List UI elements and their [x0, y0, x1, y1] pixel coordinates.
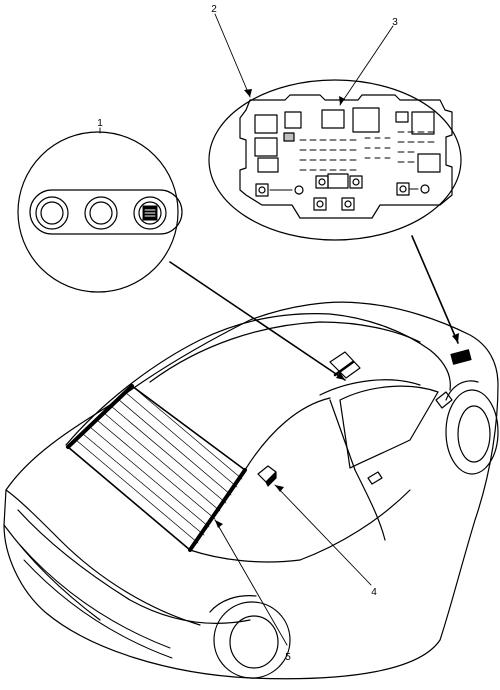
callout-2: 2: [211, 4, 217, 15]
terminal-bolts: [255, 173, 430, 211]
callout-3: 3: [392, 17, 398, 28]
rear-window-defogger-grid: [75, 385, 243, 544]
rear-window-defogger-button: [133, 196, 167, 230]
fuse-relay-box-detail: [208, 79, 462, 241]
callout-5: 5: [285, 652, 291, 663]
defogger-bus-bar-left: [66, 384, 134, 449]
dash-switch-location: [329, 351, 361, 379]
arrowheads: [215, 89, 459, 528]
relay-location: [257, 465, 277, 487]
rear-wheel: [209, 595, 291, 679]
callout-4: 4: [371, 587, 377, 598]
button-left: [35, 196, 69, 230]
callout-1: 1: [97, 118, 103, 129]
front-wheel: [445, 380, 499, 475]
switch-panel-detail: [17, 131, 183, 293]
button-middle: [84, 196, 118, 230]
car-body: [3, 301, 499, 680]
defogger-bus-bar-right: [188, 468, 247, 552]
callout-pointer-lines: [99, 13, 394, 646]
leader-lines: [169, 235, 459, 381]
rear-window-defogger-icon: [142, 205, 158, 221]
fuse-grid: [299, 131, 435, 171]
